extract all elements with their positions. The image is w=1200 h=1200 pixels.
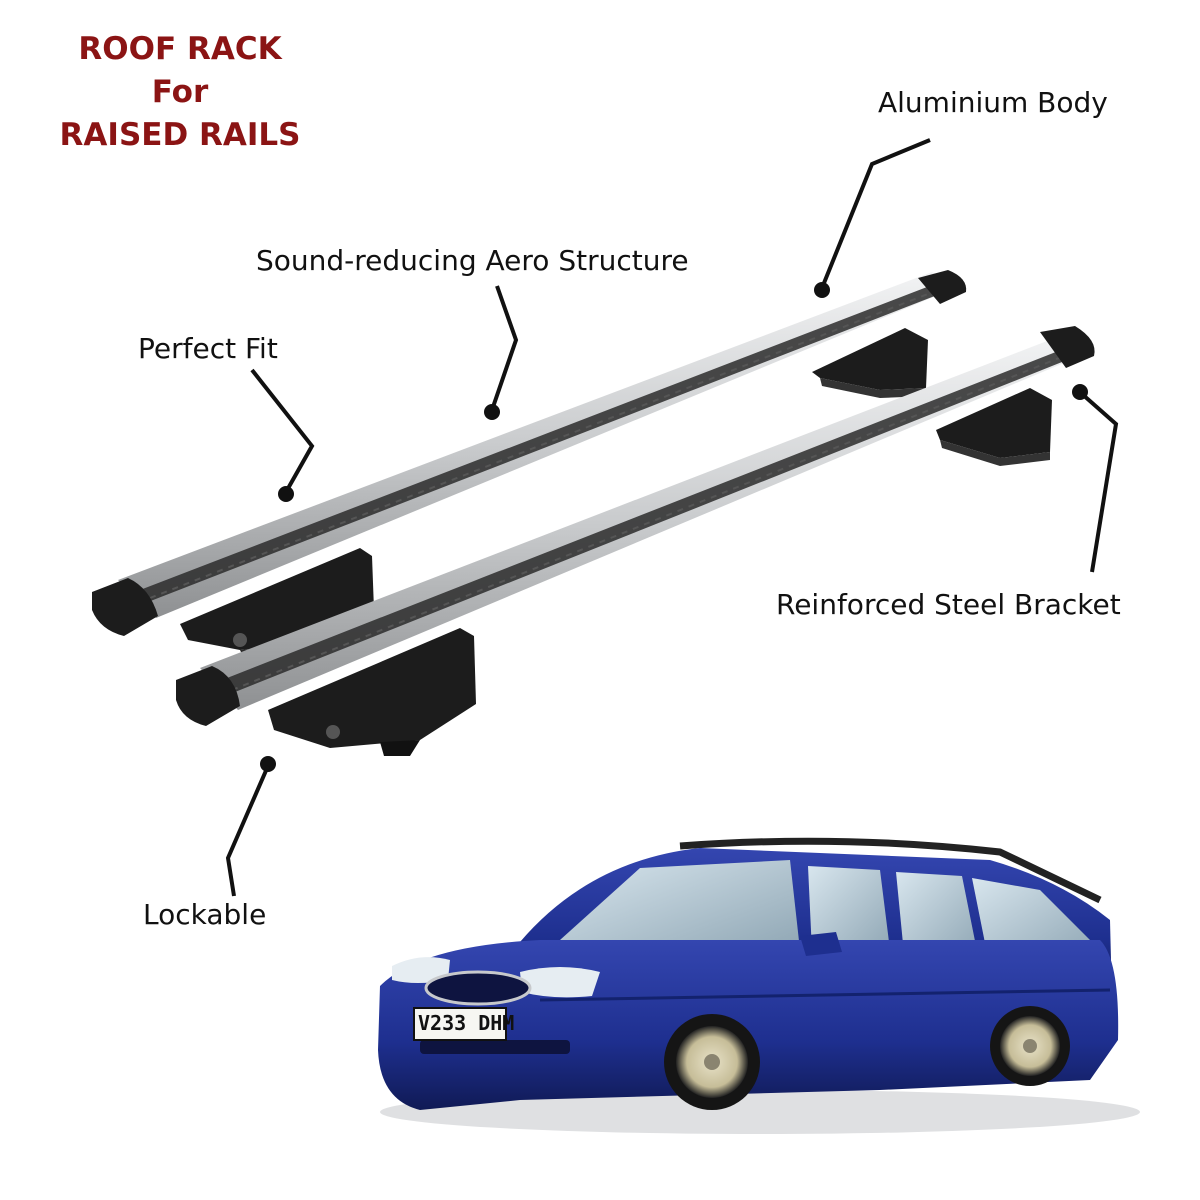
- rear-wheel: [990, 1006, 1070, 1086]
- callout-reinforced-bracket: Reinforced Steel Bracket: [776, 588, 1121, 621]
- headline-line-3: RAISED RAILS: [59, 117, 301, 153]
- callout-aluminium-body: Aluminium Body: [878, 86, 1108, 119]
- end-cap-rear-right: [918, 270, 967, 304]
- bracket-foot-front-right: [936, 388, 1052, 466]
- callout-perfect-fit: Perfect Fit: [138, 332, 278, 365]
- end-cap-front-left: [176, 666, 240, 726]
- leader-aluminium-body: [814, 138, 931, 298]
- leader-lockable: [225, 756, 276, 897]
- callout-sound-reducing: Sound-reducing Aero Structure: [256, 244, 689, 277]
- car-estate: [378, 837, 1140, 1134]
- leader-reinforced-bracket: [1072, 384, 1119, 573]
- front-wheel: [664, 1014, 760, 1110]
- license-plate: [413, 1007, 507, 1041]
- bracket-foot-front-left: [268, 628, 476, 756]
- headline-line-1: ROOF RACK: [78, 31, 282, 67]
- leader-sound-reducing: [484, 285, 519, 420]
- end-cap-rear-left: [92, 578, 158, 636]
- crossbar-rear: [118, 272, 960, 618]
- callout-lockable: Lockable: [143, 898, 267, 931]
- bracket-foot-rear-right: [812, 328, 928, 398]
- end-cap-front-right: [1040, 326, 1095, 368]
- leader-perfect-fit: [250, 368, 315, 502]
- crossbar-front: [200, 336, 1090, 710]
- license-plate-text: V233 DHM: [418, 1011, 515, 1035]
- headline-line-2: For: [151, 74, 209, 110]
- headline: ROOF RACK For RAISED RAILS: [40, 28, 320, 157]
